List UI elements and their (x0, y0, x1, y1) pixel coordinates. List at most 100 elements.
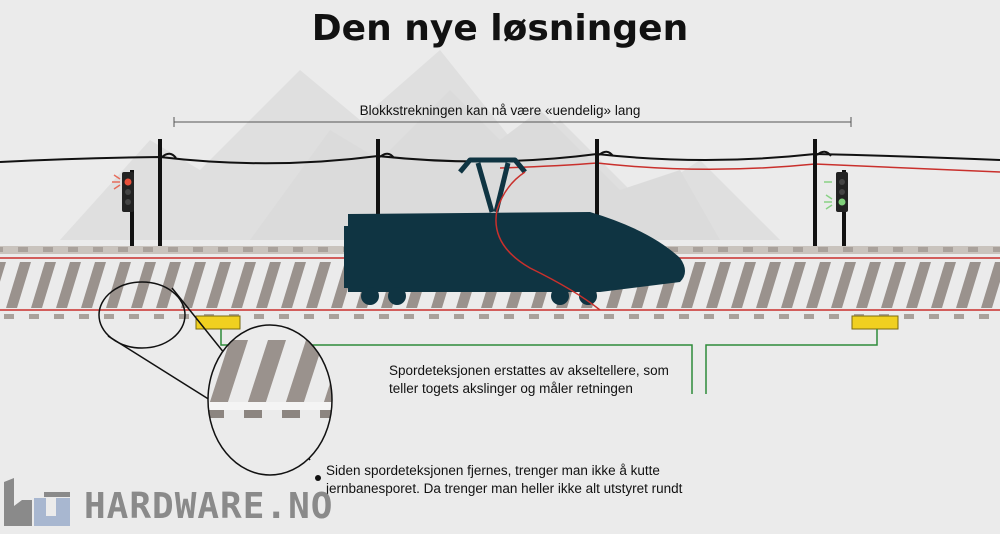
rail-clip (779, 314, 789, 319)
background-mountains (60, 50, 780, 240)
sleeper (156, 262, 181, 308)
rail-clip (604, 314, 614, 319)
track-detection-caption-line1: Siden spordeteksjonen fjernes, trenger m… (326, 463, 660, 478)
rail-clip (754, 314, 764, 319)
sleeper (231, 262, 256, 308)
zoom-small-circle (98, 281, 186, 349)
sleeper (206, 262, 231, 308)
rail-clip (43, 247, 53, 252)
rail-clip (654, 314, 664, 319)
rail-clip (143, 247, 153, 252)
sleeper (106, 262, 131, 308)
rail-clip (918, 247, 928, 252)
sleeper (281, 262, 306, 308)
rail-clip (129, 314, 139, 319)
sleeper (0, 262, 6, 282)
rail-clip (304, 314, 314, 319)
zoom-rail-clip (208, 410, 224, 418)
rail-clip (529, 314, 539, 319)
hw-logo-icon (4, 478, 70, 526)
rail-clip (868, 247, 878, 252)
rail-clip (254, 314, 264, 319)
axle-counter-caption-line1: Spordeteksjonen erstattes av akselteller… (389, 363, 669, 378)
zoom-sleeper (284, 340, 324, 408)
rail-clip (279, 314, 289, 319)
zoom-rail-clip (358, 410, 376, 418)
sleeper (31, 262, 56, 308)
rail-clip (93, 247, 103, 252)
zoom-rail-clip (396, 410, 414, 418)
pantograph (458, 157, 527, 213)
rail-clip (554, 314, 564, 319)
block-section-caption: Blokkstrekningen kan nå være «uendelig» … (359, 103, 641, 118)
axle-counter-wiring (220, 329, 878, 394)
rail-clip (693, 247, 703, 252)
sleeper (831, 262, 856, 308)
rail-clip (54, 314, 64, 319)
track-detection-caption-line2: jernbanesporet. Da trenger man heller ik… (326, 481, 683, 496)
rail-clip (179, 314, 189, 319)
rail-clip (429, 314, 439, 319)
rail-clip (829, 314, 839, 319)
return-current-wire (495, 171, 601, 311)
sleeper (856, 262, 881, 308)
rail-clip (929, 314, 939, 319)
zoom-rail-clip (244, 410, 262, 418)
sleeper (681, 262, 706, 308)
rail-clip (479, 314, 489, 319)
rail-fastenings-bottom (4, 314, 989, 319)
rail-clip (904, 314, 914, 319)
rail-clip (4, 314, 14, 319)
rail-clip (79, 314, 89, 319)
zoom-rail-clip (168, 410, 186, 418)
sleeper (881, 262, 906, 308)
rail-clip (743, 247, 753, 252)
rail-clip (793, 247, 803, 252)
axle-counter-caption-line2: teller togets akslinger og måler retning… (389, 381, 633, 396)
sleeper (56, 262, 81, 308)
rail-clip (404, 314, 414, 319)
rail-clip (804, 314, 814, 319)
left-signal (112, 170, 134, 247)
zoom-sleeper (208, 340, 210, 408)
zoom-sleeper (246, 340, 286, 408)
rail-clip (293, 247, 303, 252)
rail-clip (768, 247, 778, 252)
axle-counter-right (851, 315, 899, 330)
rail-clip (454, 314, 464, 319)
rail-clip (268, 247, 278, 252)
rail-clip (243, 247, 253, 252)
axle-counter-caption: Spordeteksjonen erstattes av akselteller… (389, 362, 689, 398)
rail-clip (704, 314, 714, 319)
rail-clip (0, 247, 3, 252)
rail-clip (893, 247, 903, 252)
zoom-rail-clip (320, 410, 332, 418)
sleeper (906, 262, 931, 308)
rail-clip (354, 314, 364, 319)
rail-clip (29, 314, 39, 319)
rail-clip (943, 247, 953, 252)
zoom-sleeper (208, 340, 248, 408)
rail-clip (504, 314, 514, 319)
axle-counter-left (195, 315, 241, 330)
rail-clip (379, 314, 389, 319)
rail-clip (668, 247, 678, 252)
track-detection-caption: Siden spordeteksjonen fjernes, trenger m… (326, 462, 706, 498)
sleeper (256, 262, 281, 308)
rail-clip (729, 314, 739, 319)
rail-clip (193, 247, 203, 252)
zoom-rail-clip (282, 410, 300, 418)
rail-clip (679, 314, 689, 319)
rail-clip (68, 247, 78, 252)
rail-clip (118, 247, 128, 252)
rail-clip (18, 247, 28, 252)
rail-clip (154, 314, 164, 319)
sleeper (81, 262, 106, 308)
rail-clip (718, 247, 728, 252)
rail-clip (218, 247, 228, 252)
catenary-poles (158, 139, 832, 247)
sleeper (731, 262, 756, 308)
rail-clip (968, 247, 978, 252)
sleeper (756, 262, 781, 308)
rail-clip (954, 314, 964, 319)
